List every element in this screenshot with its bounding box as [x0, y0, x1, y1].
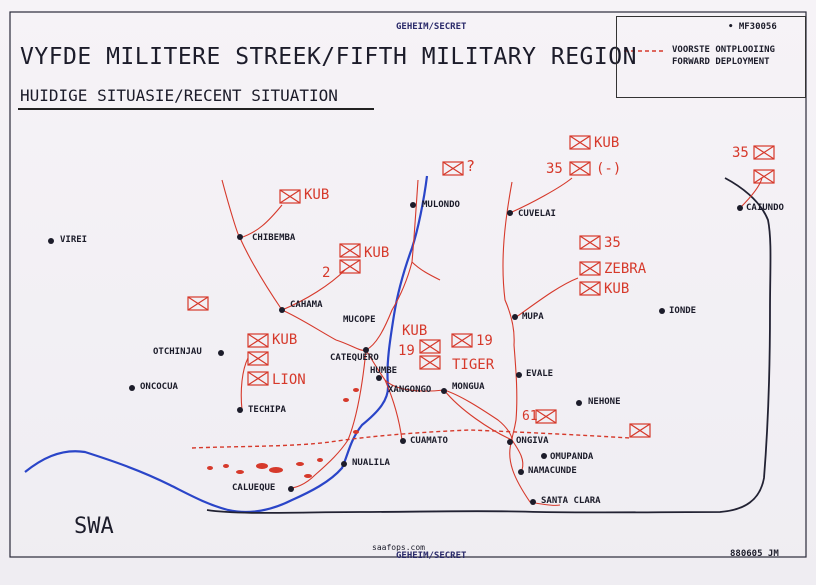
place-dot [516, 372, 522, 378]
unit-label: 35 [546, 161, 563, 177]
legend-box [616, 16, 806, 98]
international-border [206, 177, 772, 514]
place-dot [737, 205, 743, 211]
unit-label: ? [466, 157, 476, 175]
place-dot [48, 238, 54, 244]
unit-label: TIGER [452, 357, 495, 373]
place-dot [129, 385, 135, 391]
place-label: MUPA [522, 312, 544, 322]
place-dot [376, 375, 382, 381]
place-label: SANTA CLARA [541, 496, 601, 506]
place-dot [507, 210, 513, 216]
place-label: NAMACUNDE [528, 466, 577, 476]
place-dot [400, 438, 406, 444]
unit-label: (-) [596, 161, 622, 177]
forward-deployment-line [191, 429, 631, 449]
place-dot [576, 400, 582, 406]
place-dot [218, 350, 224, 356]
place-label: TECHIPA [248, 405, 286, 415]
place-label: ONCOCUA [140, 382, 178, 392]
place-label: MUCOPE [343, 315, 376, 325]
place-label: CHIBEMBA [252, 233, 296, 243]
place-dot [237, 234, 243, 240]
map-frame [9, 11, 807, 558]
unit-label: 19 [476, 333, 493, 349]
date-code: 880605 JM [730, 549, 779, 559]
place-label: IONDE [669, 306, 697, 316]
place-dot [363, 347, 369, 353]
unit-label: LION [272, 372, 306, 388]
unit-label: KUB [364, 245, 390, 261]
place-dot [441, 388, 447, 394]
place-dot [530, 499, 536, 505]
place-dot [541, 453, 547, 459]
legend-line-label-2: FORWARD DEPLOYMENT [672, 57, 770, 67]
unit-label: KUB [304, 187, 330, 203]
unit-label: KUB [272, 332, 298, 348]
unit-label: KUB [402, 323, 428, 339]
unit-symbols [187, 135, 775, 438]
place-label: CALUEQUE [232, 483, 276, 493]
subtitle-underline [18, 108, 374, 110]
place-dot [518, 469, 524, 475]
place-label: ONGIVA [516, 436, 549, 446]
legend-line-label-1: VOORSTE ONTPLOOIING [672, 45, 775, 55]
legend-ref-code: • MF30056 [728, 22, 777, 32]
place-label: CUAMATO [410, 436, 448, 446]
place-dot [507, 439, 513, 445]
place-label: CAIUNDO [746, 203, 784, 213]
unit-label: KUB [594, 135, 620, 151]
unit-routes [221, 177, 763, 506]
region-label: SWA [74, 514, 114, 539]
map-subtitle: HUIDIGE SITUASIE/RECENT SITUATION [20, 86, 338, 105]
place-label: EVALE [526, 369, 554, 379]
unit-label: 35 [732, 145, 749, 161]
place-label: NUALILA [352, 458, 390, 468]
place-label: OMUPANDA [550, 452, 594, 462]
unit-label: 2 [322, 265, 331, 281]
place-label: HUMBE [370, 366, 398, 376]
place-label: CATEQUERO [330, 353, 379, 363]
place-dot [659, 308, 665, 314]
map-title: VYFDE MILITERE STREEK/FIFTH MILITARY REG… [20, 44, 637, 70]
watermark: saafops.com [372, 543, 425, 552]
place-label: CAHAMA [290, 300, 323, 310]
cunene-river [24, 175, 429, 514]
classification-bottom: GEHEIM/SECRET [396, 551, 467, 561]
legend-ref-code-text: MF30056 [738, 22, 777, 32]
unit-label: KUB [604, 281, 630, 297]
classification-top: GEHEIM/SECRET [396, 22, 467, 32]
place-dot [341, 461, 347, 467]
place-label: OTCHINJAU [153, 347, 202, 357]
place-dot [237, 407, 243, 413]
deployment-blobs [207, 388, 359, 478]
place-label: VIREI [60, 235, 88, 245]
unit-label: ZEBRA [604, 261, 647, 277]
place-label: CUVELAI [518, 209, 556, 219]
place-label: NEHONE [588, 397, 621, 407]
unit-label: 19 [398, 343, 415, 359]
unit-label: 61 [522, 409, 538, 424]
place-label: MONGUA [452, 382, 485, 392]
place-label: MULONDO [422, 200, 460, 210]
place-dot [410, 202, 416, 208]
place-label: XANGONGO [388, 385, 432, 395]
place-dot [512, 314, 518, 320]
place-dot [279, 307, 285, 313]
place-dot [288, 486, 294, 492]
unit-label: 35 [604, 235, 621, 251]
